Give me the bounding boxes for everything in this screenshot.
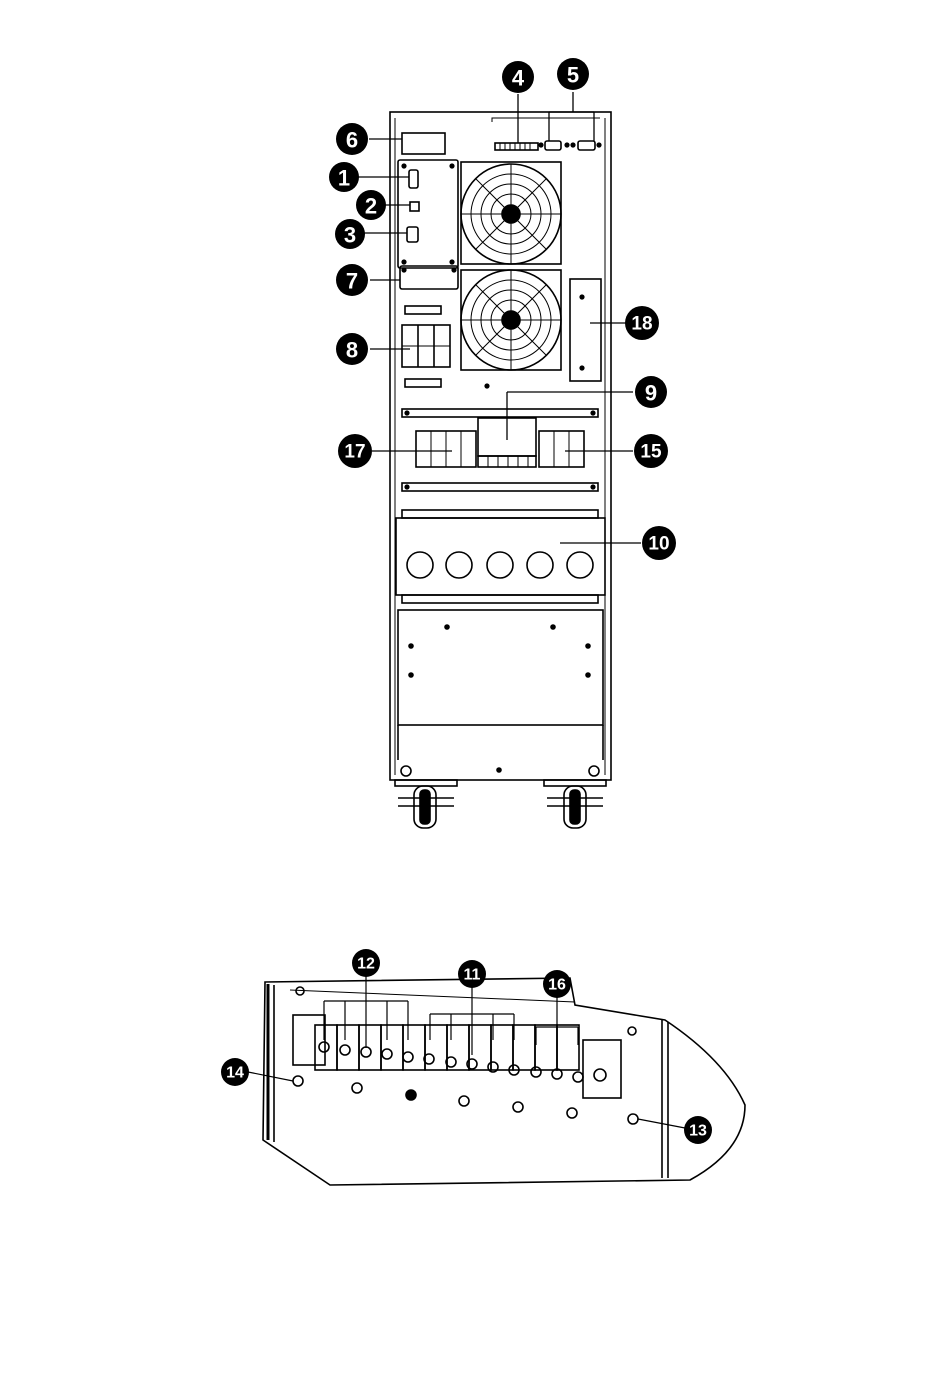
- cabinet-outline: [390, 112, 611, 780]
- terminal-plate-outline: [263, 978, 745, 1185]
- callout-8-label: 8: [346, 338, 358, 363]
- callout-17-label: 17: [344, 442, 365, 463]
- callout-7-label: 7: [346, 269, 358, 294]
- top-connector-strip: [495, 143, 538, 150]
- upper-fan: [461, 162, 561, 264]
- side-cover: [570, 279, 601, 381]
- db9-port-right: [578, 141, 595, 150]
- cable-entry-cover: [396, 518, 605, 595]
- callout-5: 5: [557, 58, 589, 90]
- right-caster: [544, 780, 606, 828]
- callout-4: 4: [502, 61, 534, 93]
- callout-14: 14: [221, 1058, 249, 1086]
- callout-9: 9: [635, 376, 667, 408]
- callout-12-label: 12: [357, 956, 375, 973]
- comm-card-panel: [398, 160, 458, 268]
- battery-breaker: [539, 431, 584, 467]
- callout-1-label: 1: [338, 166, 350, 191]
- bottom-plate: [398, 610, 603, 725]
- terminal-block-view: [248, 975, 745, 1185]
- callout-2-label: 2: [365, 194, 377, 219]
- callout-15: 15: [634, 434, 668, 468]
- callout-15-label: 15: [640, 442, 662, 463]
- lower-fan: [461, 270, 561, 370]
- epo-port: [407, 227, 418, 242]
- callout-3: 3: [335, 219, 365, 249]
- db9-port-left: [545, 141, 561, 150]
- callout-14-label: 14: [226, 1065, 244, 1082]
- callout-16-label: 16: [548, 977, 566, 994]
- callout-12: 12: [352, 949, 380, 977]
- usb-port: [410, 202, 419, 211]
- callout-10: 10: [642, 526, 676, 560]
- callout-11-label: 11: [464, 967, 481, 984]
- callout-5-label: 5: [567, 63, 579, 88]
- callout-7: 7: [336, 264, 368, 296]
- top-label-plate: [402, 133, 445, 154]
- callout-18: 18: [625, 306, 659, 340]
- callout-17: 17: [338, 434, 372, 468]
- callout-13-label: 13: [689, 1123, 707, 1140]
- left-caster: [395, 780, 457, 828]
- callout-10-label: 10: [648, 534, 669, 555]
- callout-18-label: 18: [631, 314, 652, 335]
- callout-2: 2: [356, 190, 386, 220]
- callout-16: 16: [543, 970, 571, 998]
- callout-1: 1: [329, 162, 359, 192]
- mid-label-plate: [400, 266, 458, 289]
- callout-11: 11: [458, 960, 486, 988]
- callout-4-label: 4: [512, 66, 525, 91]
- rs232-port: [409, 170, 418, 188]
- callout-6-label: 6: [346, 128, 358, 153]
- callout-8: 8: [336, 333, 368, 365]
- callout-6: 6: [336, 123, 368, 155]
- callout-13: 13: [684, 1116, 712, 1144]
- callout-3-label: 3: [344, 223, 356, 248]
- rear-view: [356, 92, 641, 828]
- callout-9-label: 9: [645, 381, 657, 406]
